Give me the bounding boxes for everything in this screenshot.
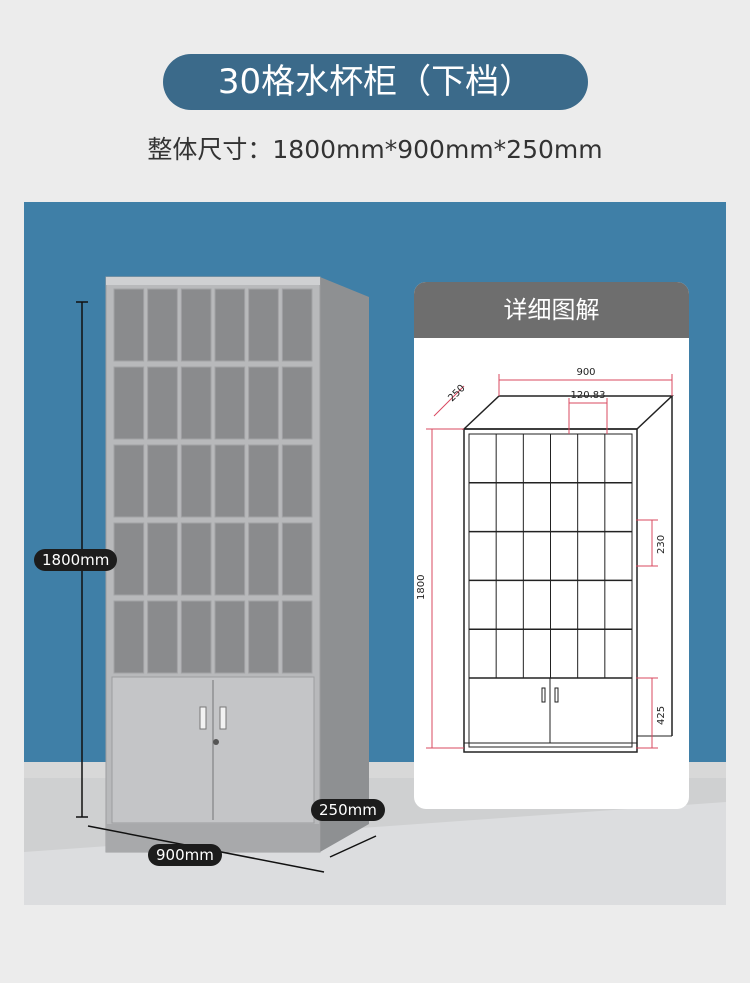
technical-drawing: 900 250 120.83 1800 230 425 [416,367,674,753]
detail-title: 详细图解 [414,282,689,338]
depth-label: 250mm [311,799,385,821]
cubby-cell [281,444,313,518]
cubby-cell [147,366,178,440]
cubby-cell [281,366,313,440]
cubby-cell [281,288,313,362]
cubby-cell [248,366,279,440]
cubby-cell [180,522,212,596]
cubby-cell [147,444,178,518]
drawing-width-dim: 900 [576,367,595,378]
drawing-cell-height-dim: 230 [656,535,667,554]
cubby-cell [248,600,279,674]
cubby-cell [180,444,212,518]
cubby-cell [214,522,246,596]
cubby-cell [113,444,145,518]
cubby-cell [113,600,145,674]
cubby-cell [248,522,279,596]
cubby-cell [281,600,313,674]
cubby-cell [113,288,145,362]
width-label: 900mm [148,844,222,866]
cubby-cell [180,600,212,674]
cubby-cell [180,366,212,440]
cubby-cell [147,522,178,596]
cubby-cell [147,600,178,674]
cubby-cell [214,366,246,440]
height-label: 1800mm [34,549,118,571]
drawing-cell-width-dim: 120.83 [571,390,606,401]
cubby-cell [214,288,246,362]
cubby-cell [180,288,212,362]
page-title: 30格水杯柜（下档） [163,54,588,110]
overall-size-text: 整体尺寸：1800mm*900mm*250mm [147,135,603,164]
cubby-cell [214,444,246,518]
cubby-cell [281,522,313,596]
drawing-door-height-dim: 425 [656,706,667,725]
cubby-cell [214,600,246,674]
cubby-cell [147,288,178,362]
drawing-height-dim: 1800 [416,575,427,600]
cubby-cell [248,288,279,362]
cubby-cell [248,444,279,518]
cubby-cell [113,522,145,596]
detail-card: 详细图解 [414,282,689,809]
cubby-cell [113,366,145,440]
